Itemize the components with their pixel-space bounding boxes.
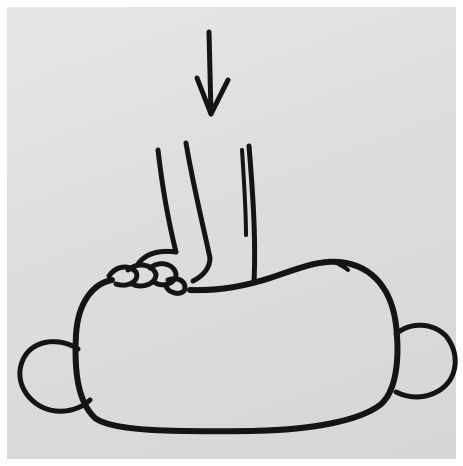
tool-shaft xyxy=(158,143,255,282)
right-side-lobe xyxy=(396,325,455,397)
downward-arrow xyxy=(197,32,228,114)
gripping-fingers xyxy=(109,251,185,293)
